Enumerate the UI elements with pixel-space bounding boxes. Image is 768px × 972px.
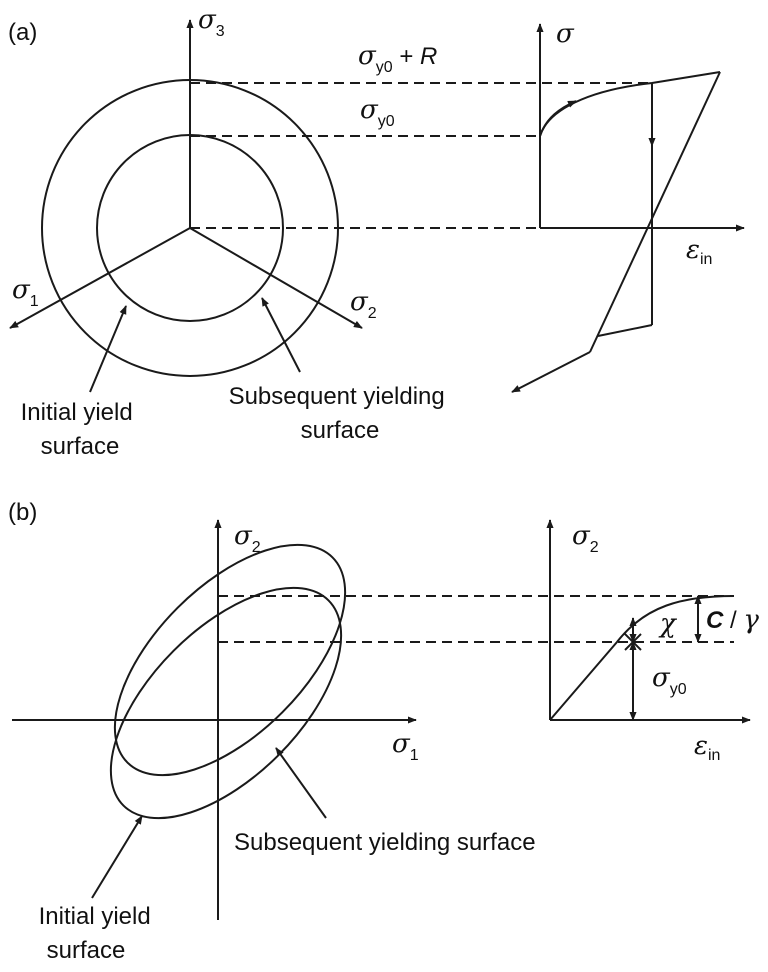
kinematic-curve (549, 595, 735, 721)
subsequent-yield-ellipse (113, 543, 347, 777)
hardening-arrow (539, 100, 577, 137)
sigma2-axis-label-left: σ2 (234, 521, 261, 556)
panel-a-label: (a) (8, 19, 37, 46)
initial-label-a: Initial yield surface (21, 399, 140, 460)
sigma2-axis-label: σ2 (350, 287, 377, 322)
sigma1-axis-label-b: σ1 (392, 729, 419, 764)
chi-label: χ (658, 609, 678, 639)
initial-pointer-b (91, 815, 143, 899)
initial-pointer-a (89, 305, 127, 393)
level-top-label: σy0 + R (358, 41, 437, 76)
lower-connector (597, 324, 653, 337)
sigma1-axis (9, 227, 191, 329)
subsequent-label-a: Subsequent yielding surface (229, 383, 452, 444)
panel-b-label: (b) (8, 499, 37, 526)
unload-line (589, 71, 721, 353)
initial-label-b: Initial yield surface (39, 903, 158, 964)
c-over-gamma-label: C / γ (706, 605, 759, 635)
panel-b: (b) σ2 σ1 σ2 εin χ C / γ (8, 499, 759, 964)
sigma-y0-label-b: σy0 (652, 663, 687, 698)
upper-branch (651, 71, 721, 84)
sigma3-axis-label: σ3 (198, 5, 225, 40)
panel-a: (a) σ3 σ1 σ2 σy0 + R σy0 σ εi (8, 5, 745, 460)
hardening-curve (539, 82, 653, 137)
subsequent-label-b: Subsequent yielding surface (234, 829, 536, 856)
sigma2-axis (189, 227, 363, 329)
subsequent-pointer-a (261, 297, 301, 373)
ein-axis-label-b: εin (694, 731, 720, 764)
sigma1-axis-label: σ1 (12, 275, 39, 310)
ein-axis-label-a: εin (686, 235, 712, 268)
level-mid-label: σy0 (360, 95, 395, 130)
sigma2-axis-label-right: σ2 (572, 521, 599, 556)
sigma-axis-label: σ (556, 19, 575, 49)
subsequent-pointer-b (275, 747, 327, 819)
reverse-branch (511, 351, 591, 393)
